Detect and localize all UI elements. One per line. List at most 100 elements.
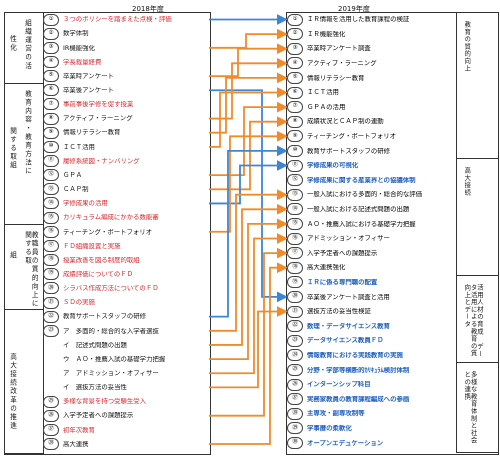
connector-arrow-4 xyxy=(209,89,288,303)
item-label: 学長裁量経費 xyxy=(63,58,102,66)
left-item-25: ウ ＡＯ・推薦入試の基礎学力把握 xyxy=(43,353,209,366)
item-label: アクティブ・ラーニング xyxy=(307,60,377,67)
left-group-1: 性化組織運営の活 xyxy=(4,12,44,86)
item-label: 高大連携 xyxy=(63,440,89,448)
item-number-badge: ⑰ xyxy=(43,239,59,252)
item-label: 授業改善を図る制度的取組 xyxy=(63,256,140,264)
item-label: 教育サポートスタッフの研修 xyxy=(63,313,147,320)
item-label: ３つのポリシーを踏まえた点検・評価 xyxy=(63,16,172,23)
right-group-2: 高大接続 xyxy=(456,158,499,278)
group-label: 高大接続 xyxy=(463,167,471,197)
item-label: ア アドミッション・オフィサー xyxy=(63,370,159,377)
item-number-badge: ⑪ xyxy=(287,159,303,172)
item-label: 成績状況とＣＡＰ制の連動 xyxy=(307,118,384,125)
item-label: ウ ＡＯ・推薦入試の基礎学力把握 xyxy=(63,355,166,363)
item-label: 卒業後アンケート xyxy=(63,87,114,94)
group-label: 多様な教育体制と社会との連携 xyxy=(463,371,477,445)
item-label: アクティブ・ラーニング xyxy=(63,115,133,122)
group-label: 活用人材の育成 データ活用による教育の質向上とデータ xyxy=(463,283,483,358)
item-label: ＣＡＰ制 xyxy=(63,186,89,193)
item-label: 履修系統図・ナンバリング xyxy=(63,157,140,165)
left-item-18: ⑱ 授業改善を図る制度的取組 xyxy=(43,254,209,267)
item-number-badge: ⑪ xyxy=(43,155,59,167)
item-number-badge: ⑱ xyxy=(43,254,59,267)
item-number-badge: ⑨ xyxy=(43,126,59,139)
left-item-19: ⑲ 成績評価についてのＦＤ xyxy=(43,268,209,281)
connector-arrow-2 xyxy=(209,28,288,49)
right-group-3: 活用人材の育成 データ活用による教育の質向上とデータ xyxy=(456,274,499,366)
item-number-badge: ⑧ xyxy=(43,112,59,125)
left-group-3: 組教職員の質的向上に関する取 xyxy=(4,224,44,313)
item-number-badge: ㉚ xyxy=(287,436,303,449)
item-number-badge: ⑥ xyxy=(43,84,59,97)
item-label: 数学体制 xyxy=(63,30,89,37)
item-label: 学修成果の可視化 xyxy=(307,162,359,169)
item-number-badge: ⑤ xyxy=(43,70,59,83)
item-number-badge: ㉒ xyxy=(287,320,303,333)
item-label: IR機能強化 xyxy=(63,44,95,51)
left-item-26: ア アドミッション・オフィサー xyxy=(43,367,209,380)
connector-arrow-14 xyxy=(209,203,288,346)
item-label: 教育サポートスタッフの研修 xyxy=(307,147,391,155)
item-number-badge: ㉑ xyxy=(287,305,303,318)
connector-arrow-7 xyxy=(209,87,288,148)
left-group-2: 関する取組教育内容・教育方法に xyxy=(4,82,44,228)
left-item-24: イ 記述式問題の出題 xyxy=(43,338,209,351)
item-number-badge: ⑦ xyxy=(43,98,59,111)
connector-arrow-11 xyxy=(209,130,288,233)
left-item-8: ⑧ アクティブ・ラーニング xyxy=(43,112,209,125)
item-label: ＦＤ組織設置と実施 xyxy=(63,242,121,250)
item-label: 一般入試における多面的・総合的な評価 xyxy=(307,191,422,198)
item-number-badge: ⑮ xyxy=(43,211,59,224)
item-number-badge: ㉒ xyxy=(43,310,59,323)
item-number-badge: ⑫ xyxy=(287,174,303,187)
connector-arrow-16 xyxy=(209,233,288,375)
item-label: 一般入試における記述式問題の出題 xyxy=(307,206,410,213)
item-number-badge: ㉕ xyxy=(43,395,59,408)
item-label: 情報リテラシー教育 xyxy=(63,129,121,136)
item-label: 卒業後アンケート調査と活用 xyxy=(307,293,390,301)
item-number-badge: ㉙ xyxy=(287,422,303,435)
item-label: ＩＣＴ活用 xyxy=(63,143,95,151)
connector-arrow-8 xyxy=(209,101,288,177)
item-label: 卒業時アンケート xyxy=(63,72,114,80)
group-sublabel: 組織運営の活 xyxy=(23,19,32,71)
item-label: 主専攻・副専攻制等 xyxy=(307,410,365,417)
item-label: 選抜方法の妥当性検証 xyxy=(307,308,371,315)
item-label: ＧＰＡ xyxy=(63,171,83,179)
item-label: オープンエデュケーション xyxy=(307,439,384,447)
item-number-badge: ⑩ xyxy=(43,140,59,153)
item-label: インターンシップ科目 xyxy=(307,381,371,388)
item-label: 成績評価についてのＦＤ xyxy=(63,270,134,278)
item-label: 卒業時アンケート調査 xyxy=(307,45,371,52)
right-group-1: 教育の質的向上 xyxy=(456,12,499,161)
item-number-badge: ⑲ xyxy=(43,268,59,281)
item-label: 情報リテラシー教育 xyxy=(307,74,365,82)
item-number-badge: ㉗ xyxy=(43,423,59,436)
right-group-4: 多様な教育体制と社会との連携 xyxy=(456,362,499,453)
item-number-badge: ④ xyxy=(43,55,59,68)
item-number-badge: ㉓ xyxy=(43,324,59,337)
connector-arrow-19 xyxy=(209,262,288,445)
item-number-badge: ⑲ xyxy=(287,276,303,289)
connector-arrow-12 xyxy=(209,145,288,318)
item-number-badge: ㉔ xyxy=(287,349,303,362)
item-label: ア 多面的・総合的な入学者選抜 xyxy=(63,327,159,334)
left-item-17: ⑰ ＦＤ組織設置と実施 xyxy=(43,239,209,252)
group-label: 組 xyxy=(8,251,17,260)
connector-arrow-10 xyxy=(209,160,288,205)
